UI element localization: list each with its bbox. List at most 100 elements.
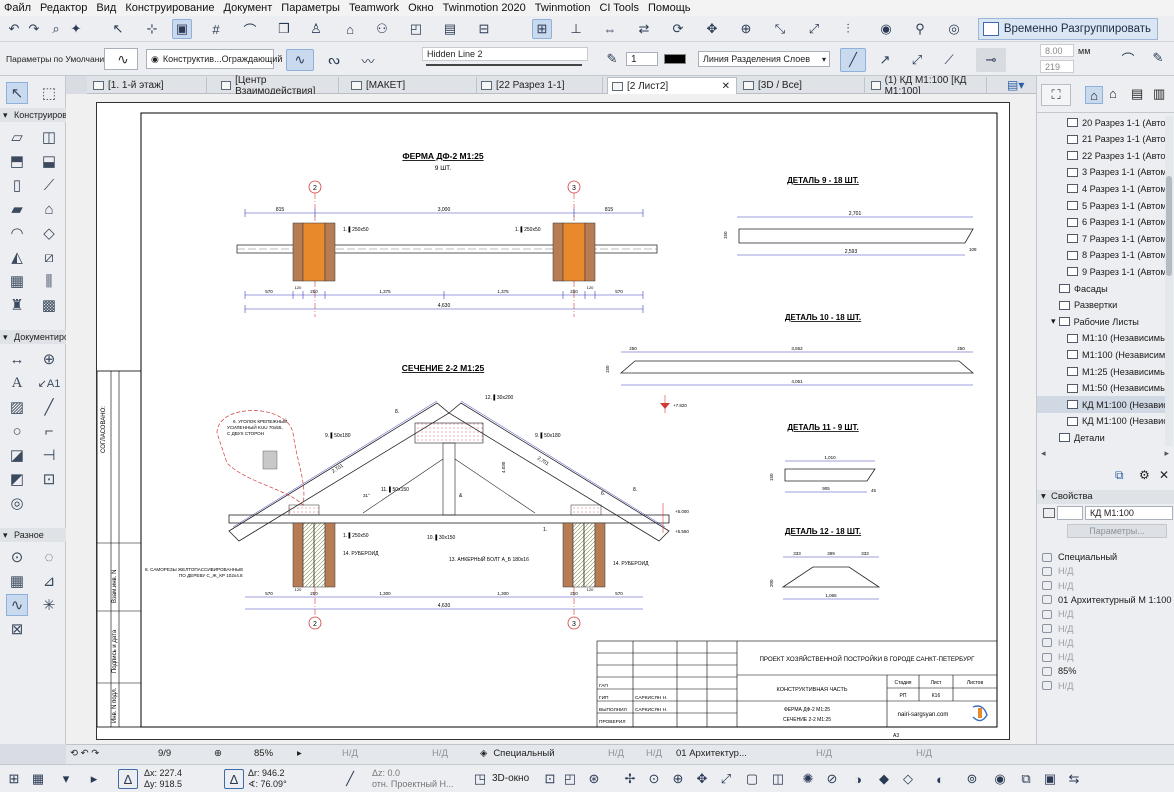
navigator-item[interactable]: 5 Разрез 1-1 (Автома bbox=[1037, 197, 1165, 214]
navigator-item[interactable]: 4 Разрез 1-1 (Автома bbox=[1037, 180, 1165, 197]
spline-icon[interactable]: ∿ bbox=[286, 49, 314, 71]
curtain-wall-icon[interactable]: ▦ bbox=[9, 273, 25, 290]
menu-options[interactable]: Параметры bbox=[281, 2, 340, 14]
object-icon[interactable]: ⬓ bbox=[41, 153, 57, 170]
orbit-icon[interactable]: ⊛ bbox=[588, 771, 600, 786]
door-icon[interactable]: ◫ bbox=[41, 129, 57, 146]
property-row[interactable]: 01 Архитектурный М 1:100 bbox=[1037, 593, 1174, 607]
fly-icon[interactable]: ⊙ bbox=[648, 771, 660, 786]
dropdown-icon[interactable]: ▾ bbox=[62, 771, 70, 786]
dimension-icon[interactable]: ⊸ bbox=[976, 48, 1006, 72]
settings-icon[interactable]: ⚙ bbox=[1139, 468, 1150, 482]
navigator-item[interactable]: 9 Разрез 1-1 (Автома bbox=[1037, 263, 1165, 280]
material-icon[interactable]: ◆ bbox=[879, 771, 889, 786]
scrollbar-thumb[interactable] bbox=[1166, 176, 1172, 276]
navigator-item[interactable]: 21 Разрез 1-1 (Автома bbox=[1037, 131, 1165, 148]
tab-section-22[interactable]: [22 Разрез 1-1] bbox=[477, 77, 603, 94]
drawing-canvas[interactable]: СОГЛАСОВАНО: Взам.инв. N Подпись и дата … bbox=[66, 94, 1036, 744]
compare-icon[interactable]: ⇆ bbox=[1068, 771, 1080, 786]
favorites-label[interactable]: Параметры по Умолчанию bbox=[6, 54, 111, 64]
trace-icon[interactable]: ▣ bbox=[172, 19, 192, 39]
building-icon[interactable]: ⌂ bbox=[346, 21, 354, 37]
navigator-item[interactable]: Детали bbox=[1037, 429, 1165, 446]
multiply-icon[interactable]: ⊕ bbox=[740, 21, 752, 36]
pet-palette-icon[interactable]: ⊞ bbox=[532, 19, 552, 39]
stair-icon[interactable]: ⧄ bbox=[44, 248, 54, 266]
find-select-icon[interactable]: ⌕ bbox=[52, 21, 60, 36]
parallel-icon[interactable]: ▢ bbox=[745, 771, 759, 786]
arrow-end-icon[interactable]: ⟋ bbox=[944, 52, 954, 67]
chevron-down-icon[interactable]: ▾ bbox=[1051, 316, 1056, 327]
zoom-icon[interactable]: ⊕ bbox=[214, 748, 222, 759]
section-box-icon[interactable]: ◫ bbox=[771, 771, 785, 786]
id-prefix-field[interactable] bbox=[1057, 506, 1083, 520]
property-row[interactable]: Н/Д bbox=[1037, 607, 1174, 621]
fill-icon[interactable]: ▨ bbox=[9, 399, 25, 416]
floor-plan-icon[interactable]: ▤ bbox=[443, 21, 457, 36]
trace-ref-icon[interactable]: ⧉ bbox=[1021, 771, 1031, 786]
property-row[interactable]: Н/Д bbox=[1037, 622, 1174, 636]
id-field[interactable]: КД М1:100 bbox=[1085, 506, 1173, 520]
grid-element-icon[interactable]: ⊙ bbox=[10, 549, 24, 566]
align-icon[interactable]: ⊥ bbox=[570, 21, 582, 36]
menu-twinmotion-2020[interactable]: Twinmotion 2020 bbox=[442, 2, 526, 14]
pen-set-combo[interactable]: 01 Архитектур... bbox=[676, 748, 747, 759]
style-icon[interactable]: ◑ bbox=[854, 771, 862, 787]
stretch-icon[interactable]: ⤡ bbox=[774, 21, 786, 36]
property-row[interactable]: Н/Д bbox=[1037, 650, 1174, 664]
railing-icon[interactable]: ⫼ bbox=[45, 272, 53, 290]
property-row[interactable]: Н/Д bbox=[1037, 679, 1174, 693]
menu-twinmotion[interactable]: Twinmotion bbox=[534, 2, 591, 14]
hotspot-icon[interactable]: ⊿ bbox=[42, 573, 56, 590]
temporarily-ungroup-button[interactable]: Временно Разгруппировать bbox=[977, 18, 1158, 40]
pen-number-field[interactable]: 1 bbox=[626, 52, 658, 66]
bezier-icon[interactable]: ᔓ bbox=[328, 52, 340, 67]
mesh-icon[interactable]: ▩ bbox=[41, 297, 57, 314]
text-icon[interactable]: A bbox=[11, 374, 23, 391]
window-icon[interactable]: ⬒ bbox=[9, 153, 25, 170]
delete-icon[interactable]: ✕ bbox=[1159, 468, 1170, 482]
property-row[interactable]: Специальный bbox=[1037, 550, 1174, 564]
teamwork-icon[interactable]: ⚇ bbox=[376, 21, 388, 36]
line-icon[interactable]: ╱ bbox=[44, 399, 54, 416]
shell-icon[interactable]: ◠ bbox=[10, 225, 24, 242]
spline-tool-icon[interactable]: ∿ bbox=[6, 594, 28, 616]
menu-ci-tools[interactable]: CI Tools bbox=[599, 2, 639, 14]
property-row[interactable]: Н/Д bbox=[1037, 636, 1174, 650]
walk-icon[interactable]: ⚲ bbox=[915, 21, 925, 36]
lock-icon[interactable]: ♙ bbox=[310, 21, 322, 36]
magic-wand-icon[interactable]: ✦ bbox=[70, 21, 82, 36]
toolbox-group-design[interactable]: Конструирова bbox=[0, 108, 72, 122]
lamp-icon[interactable]: ▦ bbox=[9, 573, 25, 590]
navigator-item[interactable]: 6 Разрез 1-1 (Автома bbox=[1037, 214, 1165, 231]
pen-color-swatch[interactable] bbox=[664, 54, 686, 64]
navigator-item[interactable]: 3 Разрез 1-1 (Автома bbox=[1037, 164, 1165, 181]
line-category-dropdown[interactable]: Линия Разделения Слоев ▾ bbox=[698, 51, 830, 67]
tab-kd-100[interactable]: (1) КД М1:100 [КД М1:100] bbox=[867, 75, 987, 97]
tab-3d[interactable]: [3D / Все] bbox=[739, 77, 865, 94]
menu-file[interactable]: Файл bbox=[4, 2, 32, 14]
navigator-item[interactable]: 8 Разрез 1-1 (Автома bbox=[1037, 247, 1165, 264]
arrow-tool-icon[interactable]: ↖ bbox=[112, 21, 124, 36]
linetype-field[interactable]: Hidden Line 2 bbox=[422, 47, 588, 61]
mirror-icon[interactable]: ⇄ bbox=[638, 21, 650, 36]
line-mode-icon[interactable]: ╱ bbox=[840, 48, 866, 72]
view-map-icon[interactable]: ⌂ bbox=[1109, 86, 1117, 101]
polyline-icon[interactable]: ⌐ bbox=[44, 422, 54, 440]
redo-icon[interactable]: ↷ bbox=[28, 21, 40, 36]
toolbox-group-more[interactable]: Разное bbox=[0, 528, 66, 542]
drawing-icon[interactable]: ◪ bbox=[9, 447, 25, 464]
arrow-line-icon[interactable]: ↗ bbox=[879, 52, 891, 67]
freehand-icon[interactable]: 〰 bbox=[361, 53, 375, 69]
expand-icon[interactable]: ▸ bbox=[90, 771, 98, 786]
scale-field[interactable]: 219 bbox=[1040, 60, 1074, 73]
navigator-item[interactable]: М1:25 (Независимый) bbox=[1037, 363, 1165, 380]
section-tool-icon[interactable]: ⊣ bbox=[42, 447, 56, 464]
arrow-both-icon[interactable]: ⤢ bbox=[911, 52, 923, 67]
zoom-value[interactable]: 85%▸ bbox=[254, 748, 302, 759]
photo-icon[interactable]: ⊚ bbox=[966, 771, 978, 786]
menu-help[interactable]: Помощь bbox=[647, 2, 691, 14]
cube-icon[interactable]: ◳ bbox=[473, 771, 487, 786]
dimension-tool-icon[interactable]: ↔ bbox=[9, 350, 25, 368]
eye-icon[interactable]: ◉ bbox=[880, 21, 892, 36]
